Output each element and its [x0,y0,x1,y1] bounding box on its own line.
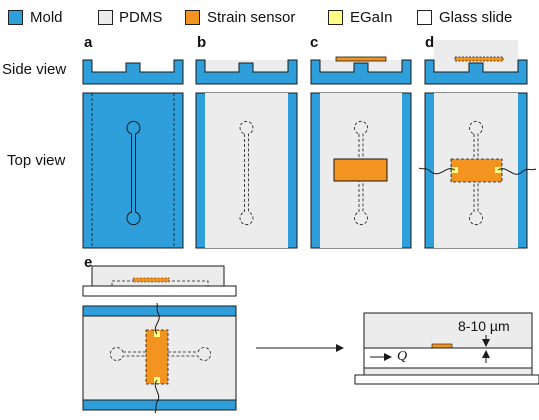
wire-bottom-e [154,379,160,414]
strain-sensor-d [450,158,503,183]
flow-channel [363,347,533,369]
channel-outline-e [109,347,212,361]
legend-swatch-mold [8,10,23,25]
wire-left-d [418,167,456,175]
side-sensor-d [454,56,504,62]
channel-ridge-a [126,120,141,226]
strain-sensor-e [145,329,169,385]
side-view-e [82,265,237,297]
strain-sensor-c [333,158,388,182]
side-view-a [82,59,184,85]
legend-swatch-glass-slide [417,10,432,25]
flow-rate-label: Q [397,349,408,364]
panel-letter-a: a [84,34,93,51]
glass-slide-e-cross [354,374,539,385]
cross-section-e [354,312,539,385]
channel-outline-d [469,120,483,226]
top-view-d [418,92,537,249]
wire-top-e [154,302,160,335]
legend-swatch-egain [328,10,343,25]
legend-swatch-pdms [98,10,113,25]
legend-label-mold: Mold [30,9,63,26]
row-label-side-view: Side view [2,61,67,78]
side-view-b [195,59,298,85]
side-view-d [424,40,528,85]
panel-letter-e: e [84,254,93,271]
legend-label-pdms: PDMS [119,9,163,26]
legend-label-strain-sensor: Strain sensor [207,9,296,26]
top-view-b [195,92,298,249]
panel-letter-b: b [197,34,207,51]
side-view-c [310,56,412,85]
top-view-c [310,92,412,249]
cross-section-sensor [431,343,453,349]
channel-outline-c [354,120,368,226]
panel-letter-c: c [310,34,319,51]
legend-swatch-strain-sensor [185,10,200,25]
row-label-top-view: Top view [7,152,66,169]
top-view-a [82,92,184,249]
legend-label-egain: EGaIn [350,9,393,26]
panel-letter-d: d [425,34,435,51]
glass-slide-e-side [82,285,237,297]
legend-label-glass-slide: Glass slide [439,9,513,26]
wire-right-d [497,168,537,175]
channel-outline-b [239,120,254,226]
thickness-label: 8-10 µm [458,318,510,334]
side-sensor-c [335,56,387,62]
top-view-e [82,302,237,414]
